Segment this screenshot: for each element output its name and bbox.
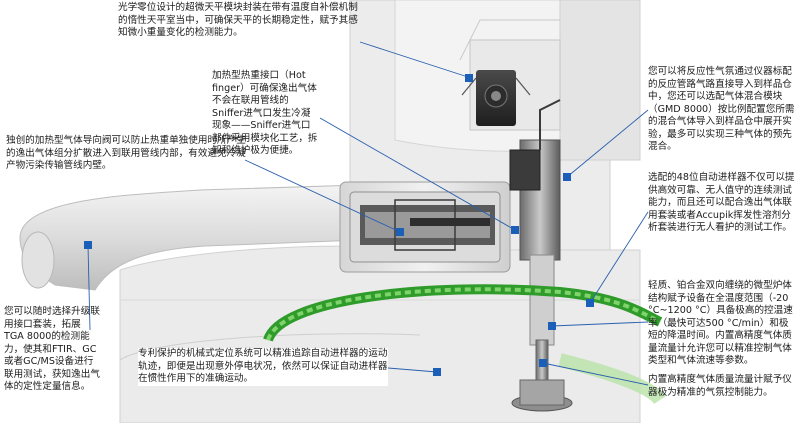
leader-reactive-gas <box>566 109 649 178</box>
callout-furnace: 轻质、铂合金双向缠绕的微型炉体结构赋予设备在全温度范围（-20 °C~1200 … <box>648 280 793 366</box>
marker-reactive-gas <box>563 173 571 181</box>
callout-heated-valve: 独创的加热型气体导向阀可以防止热重单独使用时所产生的逸出气体组分扩散进入到联用管… <box>6 135 246 171</box>
transfer-line-tube <box>19 184 361 291</box>
callout-mass-flow-controller: 内置高精度气体质量流量计赋予仪器极为精准的气氛控制能力。 <box>648 374 792 398</box>
marker-furnace <box>548 322 556 330</box>
leader-mfc <box>542 362 649 386</box>
leader-furnace <box>551 321 649 327</box>
marker-mfc <box>539 359 547 367</box>
heated-valve-block <box>339 181 511 273</box>
callout-autosampler: 选配的48位自动进样器不仅可以提供高效可靠、无人值守的连续测试能力，而且还可以配… <box>648 172 795 233</box>
callout-hyphenation-interfaces: 您可以随时选择升级联用接口套装，拓展TGA 8000的检测能力，使其和FTIR、… <box>4 306 100 392</box>
markers <box>84 74 594 376</box>
callout-reactive-gas: 您可以将反应性气氛通过仪器标配的反应管路气路直接导入到样品仓中，您还可以选配气体… <box>648 66 795 152</box>
marker-robot <box>433 368 441 376</box>
callout-hot-finger: 加热型热重接口（Hot finger）可确保逸出气体不会在联用管线的Sniffe… <box>212 70 320 158</box>
callout-robotic-positioning: 专利保护的机械式定位系统可以精准追踪自动进样器的运动轨迹，即便是出现意外停电状况… <box>138 348 388 386</box>
marker-balance <box>465 74 473 82</box>
autosampler-tray <box>263 284 666 405</box>
balance-module <box>459 19 561 131</box>
marker-interfaces <box>84 241 92 249</box>
leader-lines <box>87 41 649 386</box>
leader-balance <box>359 41 472 79</box>
callout-balance-module: 光学零位设计的超微天平模块封装在带有温度自补偿机制的惰性天平室当中，可确保天平的… <box>118 2 358 38</box>
leader-autosampler <box>589 211 649 304</box>
marker-hot-finger <box>511 226 519 234</box>
leader-heated-valve <box>244 159 401 233</box>
leader-interfaces <box>87 244 91 331</box>
leader-robot <box>387 367 438 373</box>
leader-hot-finger <box>319 117 516 231</box>
marker-heated-valve <box>396 228 404 236</box>
marker-autosampler <box>586 299 594 307</box>
